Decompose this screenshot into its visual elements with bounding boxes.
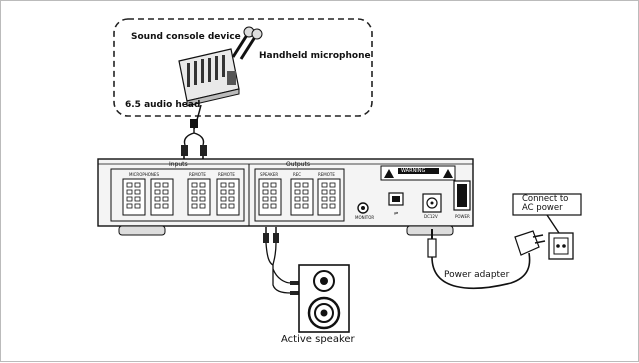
audio-head-label: 6.5 audio head (125, 100, 201, 110)
terminal-block (317, 178, 341, 216)
output-remote-label: REMOTE (318, 172, 335, 177)
terminal-screw (228, 182, 235, 188)
terminal-screw (270, 203, 277, 209)
output-rec-label: REC (293, 172, 302, 177)
terminal-screw (329, 182, 336, 188)
terminal-screw (191, 203, 198, 209)
terminal-screw (154, 196, 161, 202)
terminal-screw (321, 189, 328, 195)
outputs-label: Outputs (286, 161, 310, 168)
terminal-screw (220, 189, 227, 195)
terminal-screw (262, 203, 269, 209)
terminal-screw (126, 189, 133, 195)
terminal-screw (294, 196, 301, 202)
terminal-block (258, 178, 282, 216)
terminal-block (216, 178, 240, 216)
terminal-screw (154, 189, 161, 195)
terminal-screw (270, 182, 277, 188)
terminal-screw (220, 196, 227, 202)
monitor-label: MONITOR (355, 215, 375, 220)
terminal-screw (302, 182, 309, 188)
active-speaker-icon (298, 264, 350, 333)
terminal-screw (262, 182, 269, 188)
terminal-block (150, 178, 174, 216)
terminal-screw (329, 189, 336, 195)
terminal-screw (154, 182, 161, 188)
terminal-screw (262, 196, 269, 202)
terminal-screw (228, 203, 235, 209)
mixer-console-icon (178, 48, 240, 107)
terminal-screw (162, 196, 169, 202)
terminal-screw (191, 182, 198, 188)
terminal-screw (191, 189, 198, 195)
terminal-screw (191, 196, 198, 202)
power-adapter-plug (514, 230, 546, 256)
microphones-label: MICROPHONES (129, 172, 159, 177)
input-remote-label-2: REMOTE (218, 172, 235, 177)
terminal-screw (294, 203, 301, 209)
terminal-block (290, 178, 314, 216)
terminal-screw (228, 196, 235, 202)
terminal-screw (270, 189, 277, 195)
terminal-blocks (122, 178, 341, 216)
terminal-screw (199, 182, 206, 188)
console-region-border (113, 18, 373, 117)
terminal-screw (126, 196, 133, 202)
output-speaker-label: SPEAKER (260, 172, 279, 177)
terminal-screw (220, 203, 227, 209)
terminal-screw (134, 196, 141, 202)
ac-wall-socket (548, 232, 574, 260)
terminal-screw (329, 203, 336, 209)
terminal-block (122, 178, 146, 216)
terminal-screw (294, 182, 301, 188)
terminal-screw (199, 189, 206, 195)
handheld-microphone-label: Handheld microphone (259, 51, 371, 61)
terminal-screw (321, 182, 328, 188)
terminal-screw (321, 196, 328, 202)
terminal-screw (199, 203, 206, 209)
terminal-screw (302, 189, 309, 195)
connect-ac-label: Connect to AC power (522, 194, 569, 213)
terminal-screw (126, 203, 133, 209)
terminal-screw (126, 182, 133, 188)
terminal-block (187, 178, 211, 216)
terminal-screw (321, 203, 328, 209)
terminal-screw (329, 196, 336, 202)
terminal-screw (134, 189, 141, 195)
terminal-screw (162, 203, 169, 209)
terminal-screw (302, 203, 309, 209)
svg-text:⇌: ⇌ (394, 211, 398, 217)
terminal-screw (154, 203, 161, 209)
terminal-screw (270, 196, 277, 202)
terminal-screw (199, 196, 206, 202)
terminal-screw (220, 182, 227, 188)
terminal-screw (228, 189, 235, 195)
speaker-cable (263, 227, 300, 295)
active-speaker-label: Active speaker (281, 334, 355, 345)
terminal-screw (302, 196, 309, 202)
sound-console-label: Sound console device (131, 32, 241, 42)
terminal-screw (162, 182, 169, 188)
warning-text: WARNING (401, 168, 426, 174)
terminal-screw (162, 189, 169, 195)
power-label: POWER (455, 214, 470, 219)
terminal-screw (134, 203, 141, 209)
handheld-microphone-icon (231, 26, 263, 60)
inputs-label: Inputs (169, 161, 188, 168)
terminal-screw (134, 182, 141, 188)
terminal-screw (262, 189, 269, 195)
input-remote-label-1: REMOTE (189, 172, 206, 177)
power-adapter-cable (427, 229, 531, 289)
terminal-screw (294, 189, 301, 195)
power-adapter-label: Power adapter (444, 270, 510, 280)
dc-label: DC12V (424, 214, 438, 219)
warning-label (380, 165, 456, 181)
